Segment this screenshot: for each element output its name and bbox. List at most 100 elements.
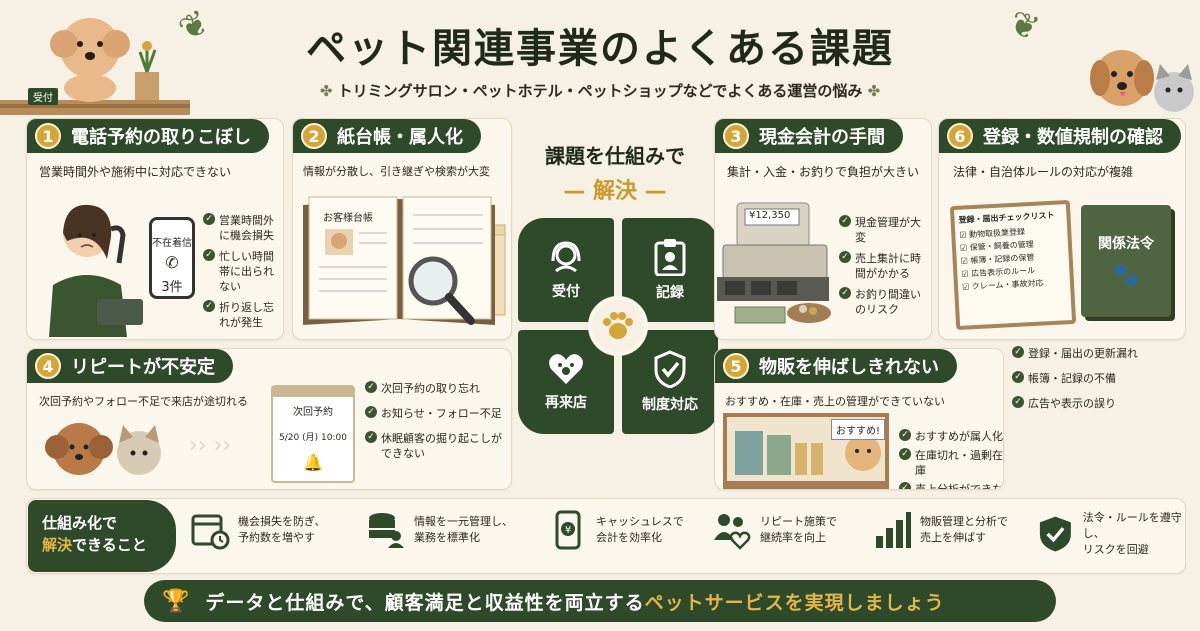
ledger-and-magnifier-icon xyxy=(303,196,506,325)
center-paw-badge xyxy=(588,296,648,356)
bullet-item: 営業時間外に機会損失 xyxy=(203,213,283,243)
page-subtitle: ✤ トリミングサロン・ペットホテル・ペットショップなどでよくある運営の悩み ✤ xyxy=(319,82,881,100)
database-icon xyxy=(369,513,404,548)
product-shelf-icon xyxy=(723,413,889,489)
missed-call-count: 3件 xyxy=(161,280,183,295)
panel-3-bullets: 現金管理が大変 売上集計に時間がかかる お釣り間違いのリスク xyxy=(839,215,929,323)
solution-quadrant: 受付 記録 再来店 制度対応 xyxy=(518,218,718,438)
panel-6-description: 法律・自治体ルールの対応が複雑 xyxy=(953,165,1134,179)
closing-banner: 🏆 データと仕組みで、顧客満足と収益性を両立するペットサービスを実現しましょう xyxy=(144,580,1056,622)
bullet-item: 売上分析ができない xyxy=(899,482,1003,489)
solution-item-line2: リスクを回避 xyxy=(1082,543,1149,556)
panel-4-number: 4 xyxy=(35,353,61,379)
heart-paw-icon xyxy=(549,354,583,384)
cash-register-icon xyxy=(717,202,831,324)
center-heading: 課題を仕組みで — 解決 — xyxy=(520,140,710,205)
headset-icon xyxy=(551,241,581,273)
panel-4-header: 4 リピートが不安定 xyxy=(27,349,233,383)
panel-merchandise-sales: 5 物販を伸ばしきれない おすすめ・在庫・売上の管理ができていない おすすめ! … xyxy=(714,348,1004,490)
register-display: ¥12,350 xyxy=(749,210,791,221)
panel-1-description: 営業時間外や施術中に対応できない xyxy=(39,165,232,179)
panel-5-title: 物販を伸ばしきれない xyxy=(759,357,939,378)
solution-item-line2: 会計を効率化 xyxy=(596,531,662,544)
panel-repeat-unstable: 4 リピートが不安定 次回予約やフォロー不足で来店が途切れる ›› ›› 次回予… xyxy=(26,348,512,490)
reception-illustration: 受付 xyxy=(0,0,200,115)
page-title: ペット関連事業のよくある課題 xyxy=(306,25,894,72)
panel-2-title: 紙台帳・属人化 xyxy=(337,127,463,148)
solution-item-line1: リピート施策で xyxy=(760,515,837,528)
arrow-indicator: ›› ›› xyxy=(189,433,232,458)
solution-item-line2: 継続率を向上 xyxy=(760,531,826,544)
panel-2-number: 2 xyxy=(301,123,327,149)
solution-item: 情報を一元管理し、業務を標準化 xyxy=(366,510,513,550)
quadrant-compliance-label: 制度対応 xyxy=(642,397,698,413)
center-heading-line1: 課題を仕組みで xyxy=(545,144,685,168)
regulation-checklist: 登録・届出チェックリスト ☑ 動物取扱業登録 ☑ 保管・飼養の管理 ☑ 帳簿・記… xyxy=(949,199,1077,331)
solutions-label-line1: 仕組み化で xyxy=(42,514,118,532)
dog-and-cat-icon xyxy=(1090,50,1194,112)
worried-staff-on-phone-icon xyxy=(49,204,143,337)
panel-1-bullets: 営業時間外に機会損失 忙しい時間帯に出られない 折り返し忘れが発生 xyxy=(203,213,283,336)
bullet-item: 折り返し忘れが発生 xyxy=(203,300,283,330)
solution-item: 法令・ルールを遵守し、リスクを回避 xyxy=(1036,510,1200,558)
center-heading-line2: — 解決 — xyxy=(563,179,667,204)
bullet-item: 在庫切れ・過剰在庫 xyxy=(899,448,1003,478)
bullet-item: お釣り間違いのリスク xyxy=(839,287,929,317)
bar-chart-icon xyxy=(876,512,911,548)
calendar-title: 次回予約 xyxy=(293,407,333,418)
solution-item-line2: 業務を標準化 xyxy=(414,531,480,544)
panel-6-bullets: 登録・届出の更新漏れ 帳簿・記録の不備 広告や表示の誤り xyxy=(1012,346,1182,417)
panel-6-title: 登録・数値規制の確認 xyxy=(983,127,1163,148)
panel-5-number: 5 xyxy=(723,353,749,379)
bullet-item: 売上集計に時間がかかる xyxy=(839,251,929,281)
solution-item: 機会損失を防ぎ、予約数を増やす xyxy=(190,510,325,550)
solution-item-line2: 売上を伸ばす xyxy=(920,531,986,544)
bullet-item: 休眠顧客の掘り起こしができない xyxy=(365,431,507,461)
bullet-item: お知らせ・フォロー不足 xyxy=(365,406,507,421)
dog-and-cat-pair-icon xyxy=(45,423,161,475)
paw-icon xyxy=(603,312,633,339)
solution-item: リピート施策で継続率を向上 xyxy=(712,510,837,550)
panel-5-description: おすすめ・在庫・売上の管理ができていない xyxy=(725,395,945,408)
ledger-label: お客様台帳 xyxy=(323,213,373,224)
law-book: 関係法令 🐾 xyxy=(1081,205,1171,317)
reception-sign: 受付 xyxy=(28,88,58,105)
bullet-item: 次回予約の取り忘れ xyxy=(365,381,507,396)
bullet-item: 現金管理が大変 xyxy=(839,215,929,245)
panel-4-title: リピートが不安定 xyxy=(71,357,215,378)
trophy-icon: 🏆 xyxy=(162,588,190,614)
people-heart-icon xyxy=(714,514,751,550)
calendar-icon xyxy=(191,514,230,550)
clipboard-person-icon xyxy=(654,239,686,276)
paw-icon: 🐾 xyxy=(1112,263,1140,288)
bullet-item: 忙しい時間帯に出られない xyxy=(203,249,283,294)
law-book-label: 関係法令 xyxy=(1098,236,1154,252)
solution-item-line1: キャッシュレスで xyxy=(596,515,684,528)
quadrant-reception-label: 受付 xyxy=(552,284,580,300)
svg-text:¥: ¥ xyxy=(565,525,571,536)
panel-5-header: 5 物販を伸ばしきれない xyxy=(715,349,957,383)
panel-4-bullets: 次回予約の取り忘れ お知らせ・フォロー不足 休眠顧客の掘り起こしができない xyxy=(365,381,507,467)
panel-3-header: 3 現金会計の手間 xyxy=(715,119,903,153)
calendar-card: 次回予約 5/20 (月) 10:00 🔔 xyxy=(271,385,355,483)
panel-1-number: 1 xyxy=(35,123,61,149)
phone-icon: ✆ xyxy=(165,253,179,272)
bullet-item: 帳簿・記録の不備 xyxy=(1012,371,1182,386)
calendar-rings xyxy=(273,387,353,397)
solutions-label-line2: 解決できること xyxy=(42,536,147,554)
panel-2-header: 2 紙台帳・属人化 xyxy=(293,119,481,153)
panel-1-header: 1 電話予約の取りこぼし xyxy=(27,119,269,153)
panel-1-title: 電話予約の取りこぼし xyxy=(71,127,251,148)
quadrant-record-label: 記録 xyxy=(656,285,684,301)
solution-item: 物販管理と分析で売上を伸ばす xyxy=(872,510,1008,550)
quadrant-return-visit: 再来店 xyxy=(518,330,614,434)
shield-check-icon xyxy=(654,350,686,388)
panel-4-description: 次回予約やフォロー不足で来店が途切れる xyxy=(39,395,248,408)
panel-6-number: 6 xyxy=(947,123,973,149)
smartphone-yen-icon: ¥ xyxy=(555,510,581,550)
solution-item-line1: 情報を一元管理し、 xyxy=(414,515,513,528)
solution-item-line2: 予約数を増やす xyxy=(238,531,315,544)
panel-3-title: 現金会計の手間 xyxy=(759,127,885,148)
subtitle-leaf-icon: ✤ xyxy=(319,82,338,100)
bell-icon: 🔔 xyxy=(303,453,323,472)
